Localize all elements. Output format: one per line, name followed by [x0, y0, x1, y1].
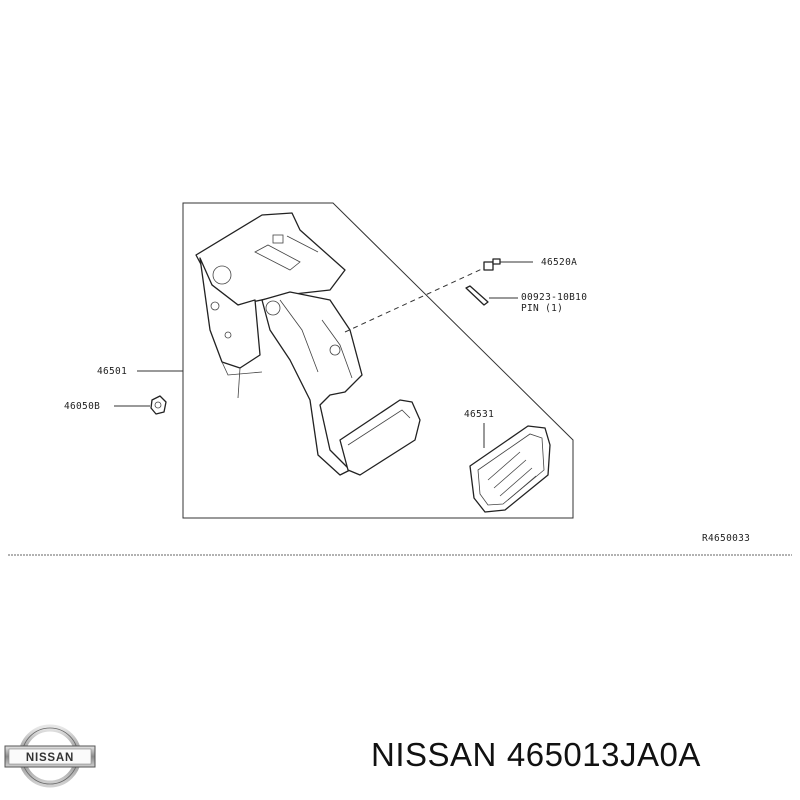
- reference-code: R4650033: [702, 533, 750, 544]
- label-46520a: 46520A: [541, 257, 577, 268]
- pedal-bracket-drawing: [195, 212, 421, 476]
- pedal-pad-drawing: [469, 423, 551, 513]
- bolt-drawing: [483, 258, 533, 271]
- brand-name: NISSAN: [371, 736, 497, 773]
- label-pin-number: 00923-10B10: [521, 292, 587, 303]
- label-46501: 46501: [97, 366, 127, 377]
- logo-text: NISSAN: [26, 752, 74, 764]
- label-46531: 46531: [464, 409, 494, 420]
- part-number: 465013JA0A: [506, 736, 701, 773]
- nissan-logo-icon: NISSAN: [4, 724, 96, 788]
- label-46050b: 46050B: [64, 401, 100, 412]
- bolt-leader-dash: [344, 267, 485, 333]
- pin-drawing: [465, 285, 518, 306]
- clip-drawing: [114, 395, 167, 415]
- label-pin-name: PIN (1): [521, 303, 563, 314]
- diagram-frame: [182, 202, 574, 519]
